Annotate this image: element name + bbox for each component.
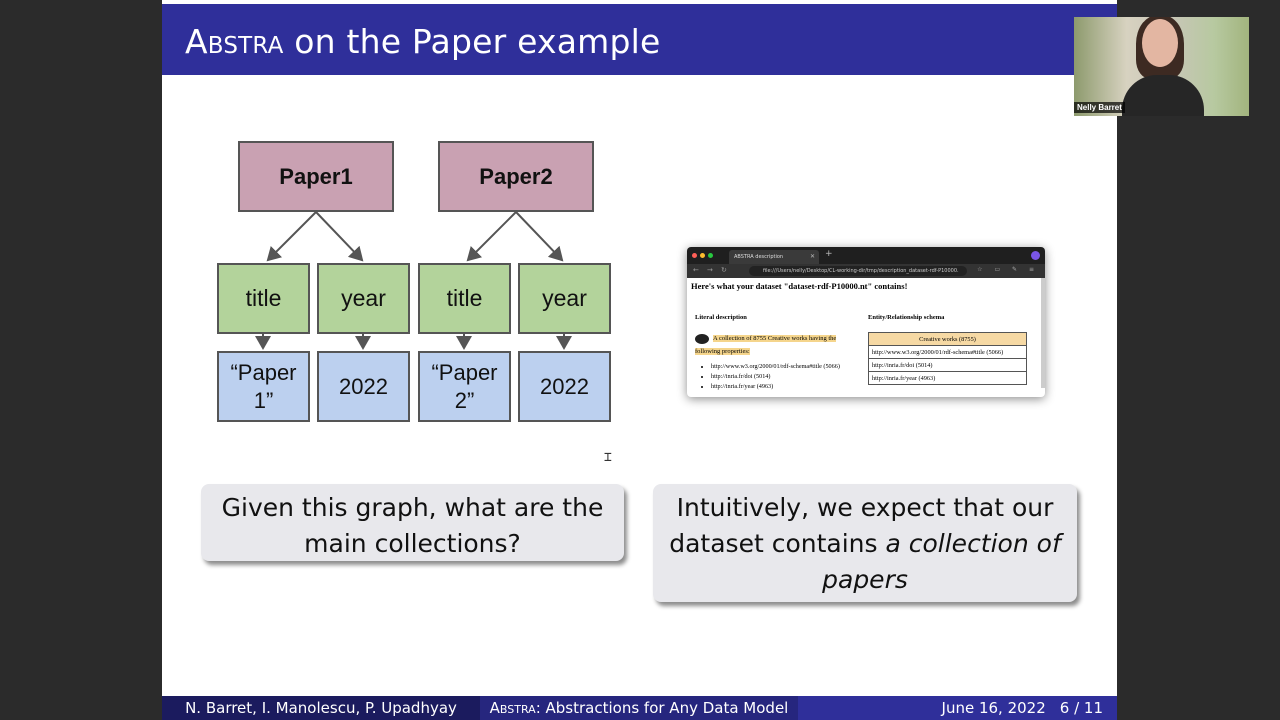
reload-icon: ↻ (721, 266, 727, 274)
footer-page-number: 6 / 11 (1059, 699, 1103, 717)
value-line: “Paper (431, 359, 498, 385)
browser-scrollbar (1041, 278, 1045, 388)
answer-italic: a collection of (885, 529, 1061, 558)
list-item: http://inria.fr/doi (5014) (711, 372, 840, 382)
forward-icon: → (707, 266, 713, 274)
edge-paper2-title (466, 211, 517, 262)
text-cursor-icon: ⌶ (604, 450, 612, 465)
webcam-video[interactable]: Nelly Barret (1074, 17, 1249, 116)
er-schema-title: Entity/Relationship schema (868, 314, 945, 321)
slide: Abstra on the Paper example Paper1 Paper… (162, 0, 1117, 720)
footer-talk-title: Abstra: Abstractions for Any Data Model (480, 696, 798, 720)
slide-title: Abstra on the Paper example (185, 22, 661, 61)
close-dot-icon (692, 253, 697, 258)
edge-paper1-title (266, 211, 317, 262)
page-heading: Here's what your dataset "dataset-rdf-P1… (691, 281, 908, 291)
speaker-body (1122, 75, 1204, 116)
answer-italic: papers (822, 565, 908, 594)
table-row: http://inria.fr/year (4963) (868, 371, 1027, 385)
answer-line: Intuitively, we expect that our (676, 493, 1054, 522)
minimize-dot-icon (700, 253, 705, 258)
question-box: Given this graph, what are the main coll… (201, 484, 624, 561)
table-row: http://www.w3.org/2000/01/rdf-schema#tit… (868, 345, 1027, 359)
question-line: main collections? (304, 529, 521, 558)
footer-abstra: Abstra (489, 699, 536, 717)
collection-text: A collection of 8755 Creative works havi… (695, 335, 837, 355)
webcam-name-label: Nelly Barret (1074, 102, 1125, 113)
palette-icon (695, 333, 709, 344)
node-year-2: year (518, 263, 611, 334)
answer-plain: dataset contains (669, 529, 886, 558)
speaker-face (1142, 19, 1178, 67)
answer-line: papers (653, 562, 1077, 598)
question-line: Given this graph, what are the (221, 493, 604, 522)
value-line: 2” (454, 387, 475, 413)
footer-talk-rest: : Abstractions for Any Data Model (535, 699, 789, 717)
browser-tab: ABSTRA description ✕ (729, 250, 819, 264)
node-paper2: Paper2 (438, 141, 594, 212)
extension-icon (1031, 251, 1040, 260)
footer-right: June 16, 2022 6 / 11 (798, 696, 1117, 720)
er-table: Creative works (8755) http://www.w3.org/… (868, 332, 1027, 385)
title-rest: on the Paper example (283, 22, 661, 61)
value-line: 1” (253, 387, 274, 413)
edge-paper1-year (315, 211, 364, 262)
list-item: http://www.w3.org/2000/01/rdf-schema#tit… (711, 362, 840, 372)
list-item: http://inria.fr/year (4963) (711, 382, 840, 392)
close-icon: ✕ (809, 253, 815, 260)
title-abstra: Abstra (185, 22, 284, 61)
node-value-2022-b: 2022 (518, 351, 611, 422)
browser-url-bar: ← → ↻ file:///Users/nelly/Desktop/CL-wor… (687, 264, 1045, 278)
table-row: http://inria.fr/doi (5014) (868, 358, 1027, 372)
slide-footer: N. Barret, I. Manolescu, P. Upadhyay Abs… (162, 696, 1117, 720)
answer-line: dataset contains a collection of (653, 526, 1077, 562)
footer-authors: N. Barret, I. Manolescu, P. Upadhyay (162, 696, 480, 720)
value-line: “Paper (230, 359, 297, 385)
slide-title-bar: Abstra on the Paper example (162, 4, 1117, 75)
answer-box: Intuitively, we expect that our dataset … (653, 484, 1077, 602)
er-table-header: Creative works (8755) (868, 332, 1027, 346)
browser-tab-bar: ABSTRA description ✕ + (687, 247, 1045, 264)
node-value-2022-a: 2022 (317, 351, 410, 422)
browser-screenshot: ABSTRA description ✕ + ← → ↻ file:///User… (687, 247, 1045, 397)
back-icon: ← (693, 266, 699, 274)
browser-url: file:///Users/nelly/Desktop/CL-working-d… (749, 266, 967, 276)
node-title-2: title (418, 263, 511, 334)
collection-description: A collection of 8755 Creative works havi… (695, 332, 855, 358)
property-list: http://www.w3.org/2000/01/rdf-schema#tit… (703, 362, 840, 392)
literal-description-title: Literal description (695, 314, 747, 321)
node-year-1: year (317, 263, 410, 334)
browser-tab-title: ABSTRA description (734, 254, 784, 260)
edge-paper2-year (515, 211, 564, 262)
node-title-1: title (217, 263, 310, 334)
new-tab-icon: + (825, 249, 833, 259)
footer-date: June 16, 2022 (941, 699, 1046, 717)
browser-toolbar-icons: ☆ ▭ ✎ ≡ (977, 266, 1039, 273)
maximize-dot-icon (708, 253, 713, 258)
node-paper1: Paper1 (238, 141, 394, 212)
